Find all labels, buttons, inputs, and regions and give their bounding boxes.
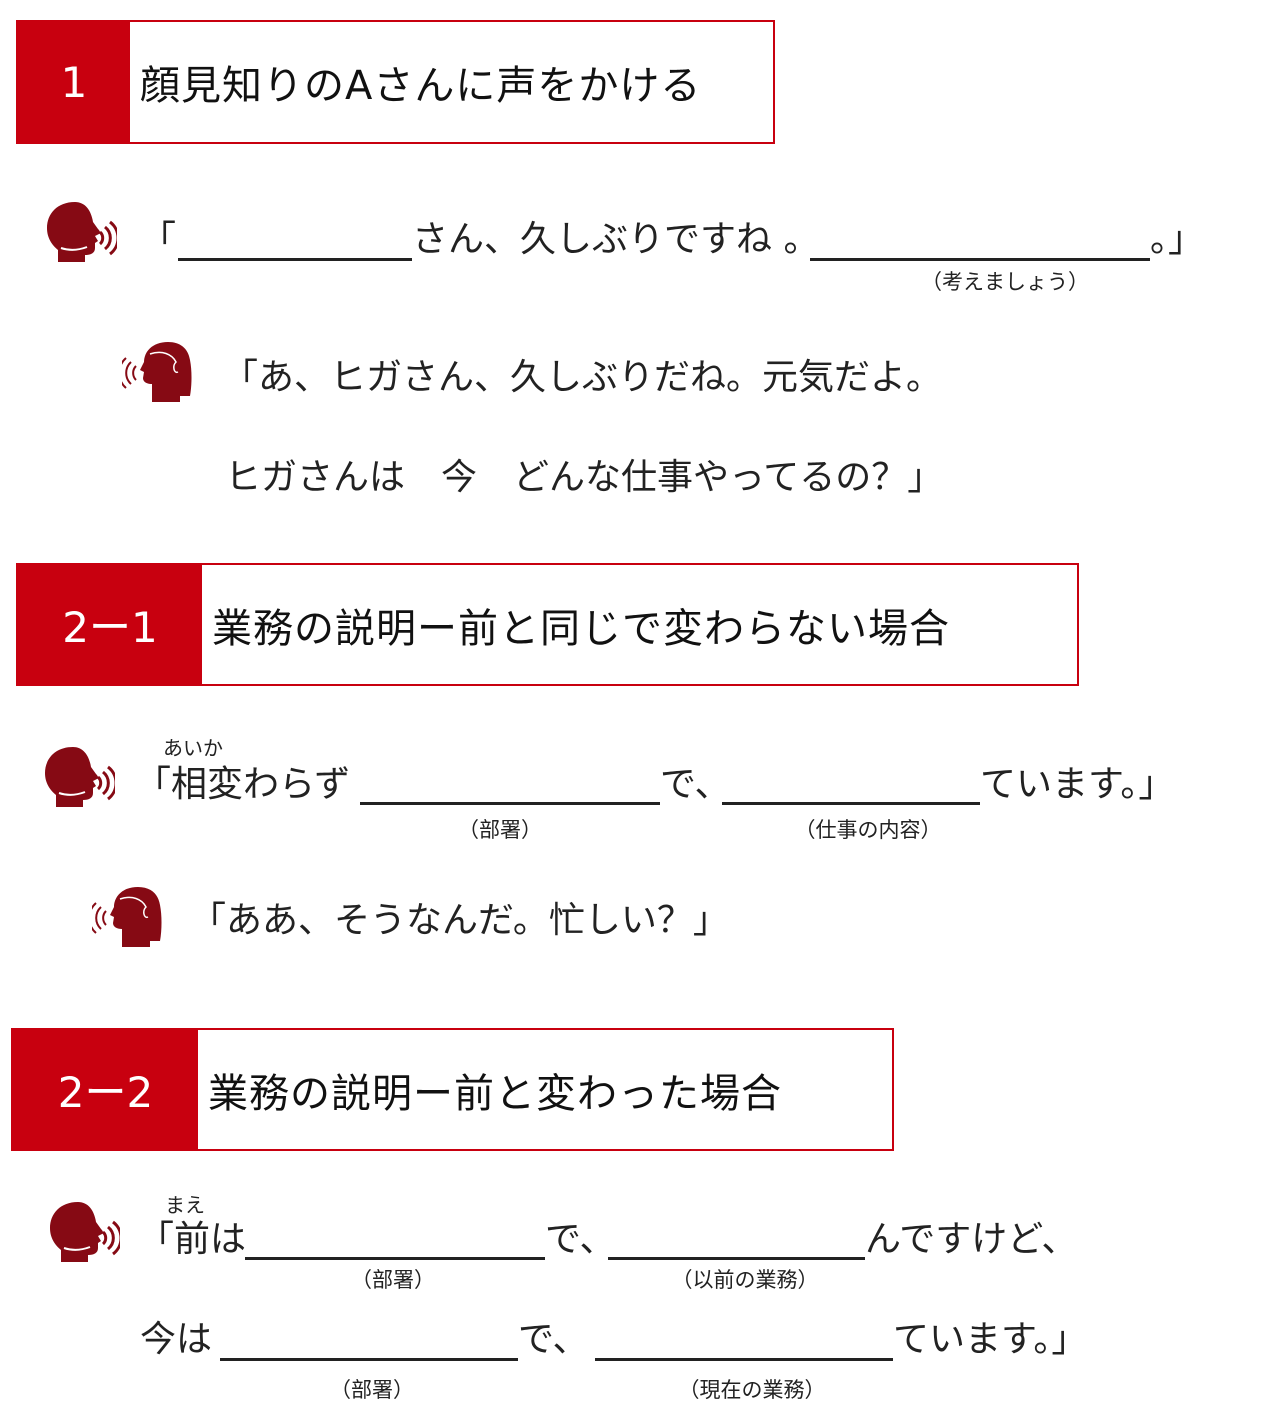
- ruby-reading: あいか: [163, 736, 223, 760]
- dialogue-text: ています。」: [980, 764, 1175, 805]
- blank-caption: （部署）: [330, 1378, 414, 1402]
- dialogue-text: 。」: [1150, 219, 1205, 260]
- quote-open: 「: [140, 219, 177, 260]
- reply-text: 「ああ、そうなんだ。忙しい？」: [190, 900, 729, 941]
- blank-department[interactable]: [220, 1358, 518, 1361]
- speaking-person-icon: [45, 200, 117, 264]
- blank-name[interactable]: [178, 258, 412, 261]
- section-title: 業務の説明ー前と同じで変わらない場合: [212, 605, 950, 652]
- section-title: 顔見知りのAさんに声をかける: [140, 63, 702, 109]
- section-title: 業務の説明ー前と変わった場合: [208, 1070, 782, 1117]
- section-header-2-1: 2ー1 業務の説明ー前と同じで変わらない場合: [16, 563, 1079, 686]
- section-number: 2ー2: [13, 1030, 198, 1149]
- blank-department[interactable]: [360, 802, 660, 805]
- section-header-2-2: 2ー2 業務の説明ー前と変わった場合: [11, 1028, 894, 1151]
- blank-department[interactable]: [245, 1257, 545, 1260]
- blank-caption: （部署）: [458, 818, 542, 842]
- section-header-1: 1 顔見知りのAさんに声をかける: [16, 20, 775, 144]
- blank-caption: （以前の業務）: [671, 1268, 819, 1292]
- blank-caption: （考えましょう）: [921, 270, 1089, 294]
- blank-caption: （仕事の内容）: [794, 818, 942, 842]
- blank-previous-job[interactable]: [608, 1257, 865, 1260]
- blank-job-content[interactable]: [722, 802, 980, 805]
- speaking-person-icon: [48, 1200, 120, 1264]
- blank-current-job[interactable]: [595, 1358, 893, 1361]
- dialogue-text: 「前は: [138, 1219, 247, 1260]
- dialogue-text: 「相変わらず: [135, 764, 351, 805]
- dialogue-text: で、: [518, 1319, 589, 1360]
- dialogue-text: で、: [545, 1219, 616, 1260]
- section-number: 1: [18, 22, 130, 142]
- listening-person-icon: [92, 886, 163, 948]
- speaking-person-icon: [43, 745, 115, 809]
- dialogue-text: で、: [660, 764, 731, 805]
- dialogue-text: さん、久しぶりですね 。: [412, 219, 820, 260]
- dialogue-text: んですけど、: [865, 1219, 1078, 1260]
- blank-caption: （部署）: [351, 1268, 435, 1292]
- dialogue-text: 今は: [140, 1319, 213, 1360]
- reply-text: ヒガさんは 今 どんな仕事やってるの？」: [225, 457, 944, 498]
- reply-text: 「あ、ヒガさん、久しぶりだね。元気だよ。: [222, 357, 943, 398]
- dialogue-text: ています。」: [893, 1319, 1088, 1360]
- listening-person-icon: [122, 341, 193, 403]
- section-number: 2ー1: [18, 565, 202, 684]
- blank-caption: （現在の業務）: [678, 1378, 826, 1402]
- blank-think[interactable]: [810, 258, 1150, 261]
- ruby-reading: まえ: [165, 1193, 205, 1217]
